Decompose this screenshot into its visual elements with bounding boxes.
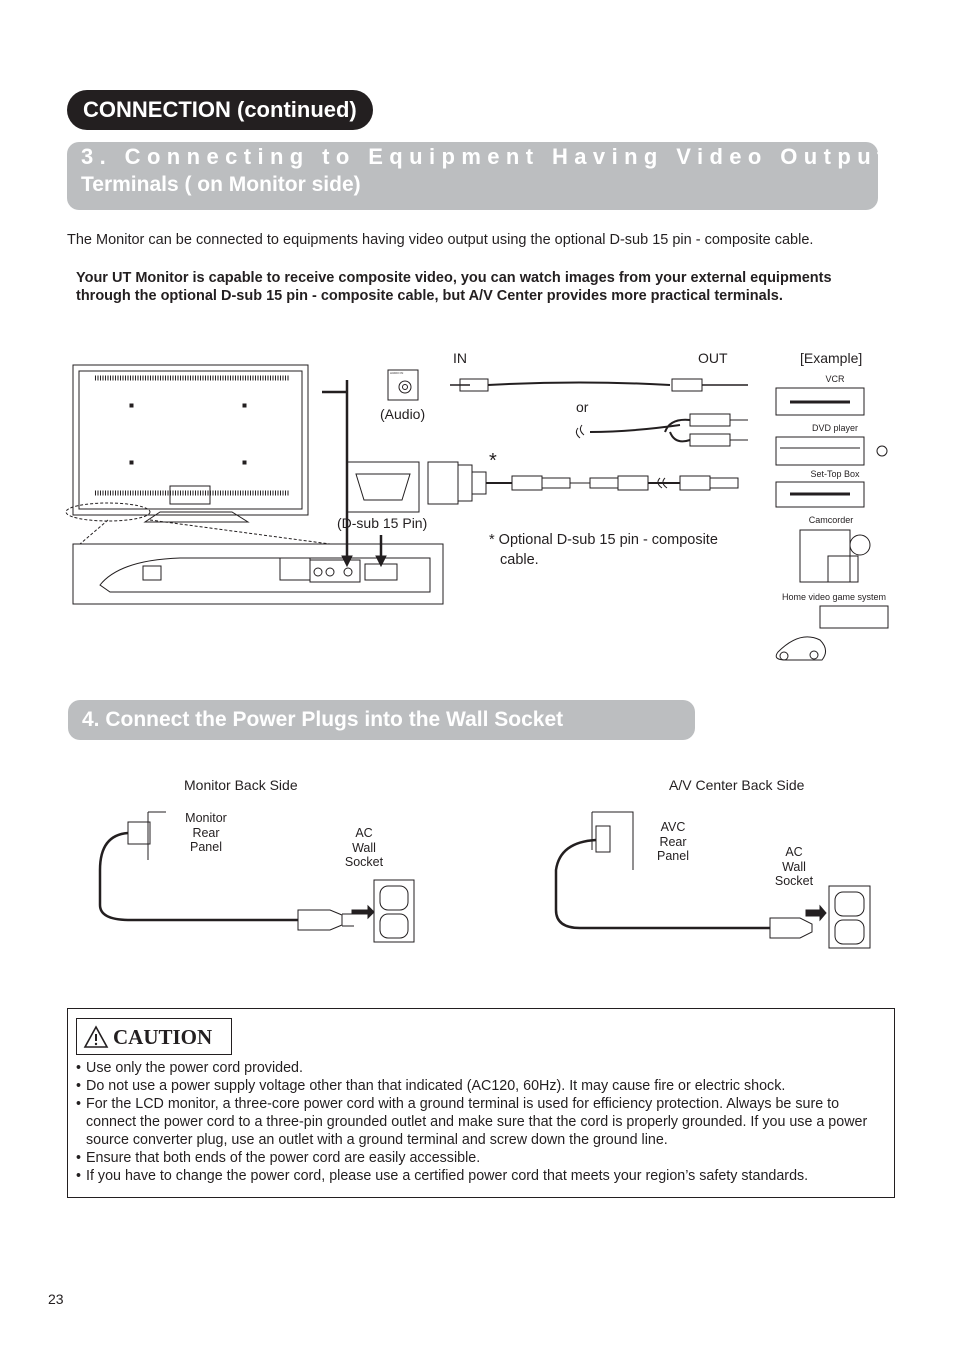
note-text: Your UT Monitor is capable to receive co… — [76, 270, 832, 304]
audio-jack-text: AUDIO IN — [390, 371, 404, 375]
label-line: AVC — [660, 820, 686, 834]
caution-item: Use only the power cord provided. — [76, 1059, 886, 1077]
caution-item: Do not use a power supply voltage other … — [76, 1077, 886, 1095]
label-line: Wall — [782, 859, 806, 874]
label-line: AC — [355, 826, 373, 840]
label-line: Socket — [774, 874, 814, 888]
section-3-title-line1: 3. Connecting to Equipment Having Video … — [81, 144, 891, 169]
section-3-banner: 3. Connecting to Equipment Having Video … — [67, 142, 884, 210]
intro-text: The Monitor can be connected to equipmen… — [67, 232, 814, 248]
section-4-banner: 4. Connect the Power Plugs into the Wall… — [68, 700, 695, 740]
label-line: Monitor — [185, 811, 227, 825]
section-title: CONNECTION (continued) — [67, 90, 373, 130]
device-label: DVD player — [811, 423, 858, 433]
av-center-back-side-label: A/V Center Back Side — [669, 777, 805, 793]
monitor-zoom-illustration — [72, 519, 444, 605]
asterisk-mark: * — [489, 450, 497, 472]
caution-item: If you have to change the power cord, pl… — [76, 1167, 886, 1185]
camcorder-device — [799, 529, 871, 583]
caution-list: Use only the power cord provided. Do not… — [76, 1059, 886, 1185]
dvd-player-device — [775, 436, 888, 466]
caution-title-text: CAUTION — [113, 1025, 213, 1049]
cable-note-line2: cable. — [500, 552, 539, 568]
ac-wall-socket-label: AC Wall Socket — [768, 845, 820, 889]
caution-item: For the LCD monitor, a three-core power … — [76, 1095, 886, 1149]
page-number: 23 — [48, 1291, 64, 1307]
label-line: AC — [785, 845, 803, 859]
monitor-back-side-label: Monitor Back Side — [184, 777, 298, 793]
avc-rear-panel-label: AVC Rear Panel — [647, 820, 699, 864]
example-label: [Example] — [800, 350, 863, 366]
monitor-rear-panel-label: Monitor Rear Panel — [175, 811, 237, 855]
set-top-box-device — [775, 481, 865, 508]
monitor-back-illustration — [65, 364, 309, 523]
vcr-device — [775, 387, 865, 416]
game-system-device — [775, 605, 889, 661]
warning-icon — [83, 1025, 109, 1048]
dsub-label: (D-sub 15 Pin) — [337, 515, 428, 531]
audio-label: (Audio) — [380, 406, 426, 422]
cable-note-line1: * Optional D-sub 15 pin - composite — [489, 532, 718, 548]
label-line: Panel — [190, 840, 222, 854]
in-label: IN — [453, 350, 467, 366]
caution-item: Ensure that both ends of the power cord … — [76, 1149, 886, 1167]
device-label: VCR — [825, 374, 845, 384]
section-3-title-line2: Terminals ( on Monitor side) — [81, 173, 361, 196]
label-line: Panel — [657, 849, 689, 863]
or-label: or — [576, 399, 589, 415]
label-line: Wall — [352, 840, 376, 855]
label-line: Rear — [192, 825, 220, 840]
device-label: Home video game system — [781, 592, 887, 602]
cable-note: * Optional D-sub 15 pin - composite cabl… — [489, 530, 718, 570]
device-label: Set-Top Box — [810, 469, 860, 479]
caution-box — [67, 1008, 895, 1198]
out-label: OUT — [698, 350, 728, 366]
caution-title: CAUTION — [76, 1018, 232, 1055]
ac-wall-socket-label: AC Wall Socket — [338, 826, 390, 870]
label-line: Rear — [659, 834, 687, 849]
label-line: Socket — [344, 855, 384, 869]
device-label: Camcorder — [808, 515, 854, 525]
